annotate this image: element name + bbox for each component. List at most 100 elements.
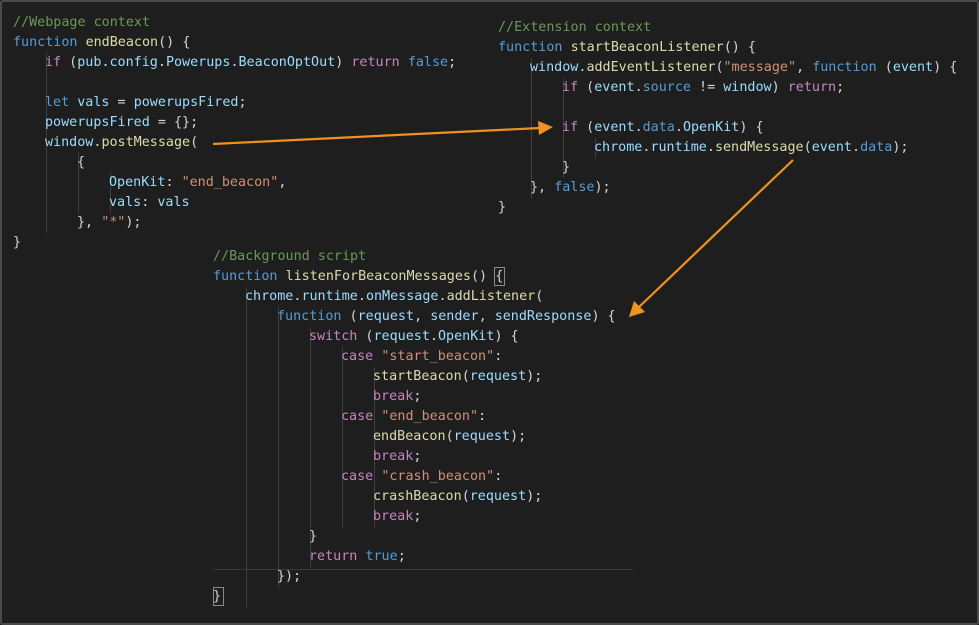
indent-guide	[278, 307, 279, 587]
code-token: false	[407, 55, 449, 70]
code-token: (	[578, 120, 595, 135]
code-line: function startBeaconListener() {	[498, 38, 756, 58]
code-token: request	[373, 329, 430, 344]
code-token: config	[109, 55, 158, 70]
code-token: window	[723, 80, 772, 95]
code-token: postMessage	[101, 135, 191, 150]
code-token: .	[706, 140, 715, 155]
code-token: function	[277, 309, 342, 324]
code-token: )	[335, 55, 352, 70]
code-line: function endBeacon() {	[13, 33, 190, 53]
code-token: () {	[158, 35, 191, 50]
code-token: "*"	[101, 215, 126, 230]
arrow-1-head	[538, 121, 553, 135]
code-token: (	[803, 140, 812, 155]
code-token: runtime	[301, 289, 358, 304]
code-line: //Background script	[213, 247, 366, 267]
code-token: sendMessage	[714, 140, 804, 155]
code-token: :	[478, 409, 487, 424]
code-token: ;	[413, 389, 422, 404]
code-token: powerupsFired	[45, 115, 150, 130]
code-token: OpenKit	[682, 120, 740, 135]
code-token: window	[45, 135, 94, 150]
code-token: break	[373, 509, 414, 524]
code-token: :	[494, 469, 503, 484]
code-token: .	[674, 120, 683, 135]
indent-guide	[78, 153, 79, 213]
indent-guide	[595, 138, 596, 158]
code-token: break	[373, 389, 414, 404]
code-token: event	[594, 120, 635, 135]
code-token: ,	[796, 60, 813, 75]
code-line: powerupsFired = {};	[45, 113, 198, 133]
code-token: "crash_beacon"	[381, 469, 495, 484]
code-token: .	[642, 140, 651, 155]
code-token: .	[852, 140, 861, 155]
code-line: if (pub.config.Powerups.BeaconOptOut) re…	[45, 53, 456, 73]
code-token: request	[469, 489, 527, 504]
code-token: }	[309, 529, 318, 544]
bracket-match-open	[494, 267, 505, 286]
code-token: );	[594, 180, 611, 195]
code-token: return	[309, 549, 358, 564]
indent-guide	[342, 347, 343, 527]
code-token: (	[535, 289, 544, 304]
code-token: case	[341, 469, 374, 484]
code-token: (	[461, 369, 470, 384]
code-line: chrome.runtime.onMessage.addListener(	[245, 287, 543, 307]
code-line: function listenForBeaconMessages() {	[213, 267, 503, 287]
code-token: return	[351, 55, 400, 70]
indent-guide	[563, 78, 564, 178]
code-token: //Extension context	[498, 20, 652, 35]
code-token: vals	[77, 95, 110, 110]
code-line: case "crash_beacon":	[341, 467, 502, 487]
code-token: onMessage	[365, 289, 439, 304]
code-token: event	[594, 80, 635, 95]
code-line: //Extension context	[498, 18, 651, 38]
code-token: }	[562, 160, 571, 175]
code-token: },	[77, 215, 102, 230]
code-token: =	[109, 95, 134, 110]
current-line-highlight	[213, 569, 633, 570]
code-line: OpenKit: "end_beacon",	[109, 173, 286, 193]
code-token: (	[341, 309, 358, 324]
code-token: BeaconOptOut	[238, 55, 336, 70]
code-token: function	[13, 35, 86, 50]
code-token: switch	[309, 329, 358, 344]
code-line: chrome.runtime.sendMessage(event.data);	[594, 138, 908, 158]
code-token: .	[157, 55, 166, 70]
code-token: );	[892, 140, 909, 155]
code-token: return	[787, 80, 837, 95]
code-token: }	[213, 589, 222, 604]
code-token: ;	[448, 55, 457, 70]
code-token: //Background script	[213, 249, 367, 264]
bracket-match-close	[213, 587, 224, 606]
code-token: .	[93, 135, 102, 150]
code-token: OpenKit	[109, 175, 166, 190]
code-token: endBeacon	[373, 429, 446, 444]
code-token: request	[469, 369, 527, 384]
code-token: "message"	[723, 60, 797, 75]
code-line: break;	[373, 507, 421, 527]
code-token: data	[642, 120, 675, 135]
code-line: startBeacon(request);	[373, 367, 542, 387]
code-token: //Webpage context	[13, 15, 151, 30]
code-token: function	[213, 269, 286, 284]
code-line: function (request, sender, sendResponse)…	[277, 307, 616, 327]
code-token: powerupsFired	[133, 95, 239, 110]
code-token: vals	[157, 195, 190, 210]
code-token: ,	[478, 309, 495, 324]
code-line: }, false);	[530, 178, 611, 198]
code-line: return true;	[309, 547, 406, 567]
code-line: window.addEventListener("message", funct…	[530, 58, 957, 78]
code-line: if (event.source != window) return;	[562, 78, 844, 98]
code-token: startBeacon	[373, 369, 462, 384]
code-token: ) {	[591, 309, 616, 324]
arrow-2-head	[629, 301, 645, 317]
code-token: if	[45, 55, 62, 70]
code-token: "start_beacon"	[381, 349, 495, 364]
code-token: );	[125, 215, 142, 230]
code-token: case	[341, 409, 374, 424]
code-token: ()	[471, 269, 496, 284]
arrow-2-shaft	[638, 159, 794, 308]
